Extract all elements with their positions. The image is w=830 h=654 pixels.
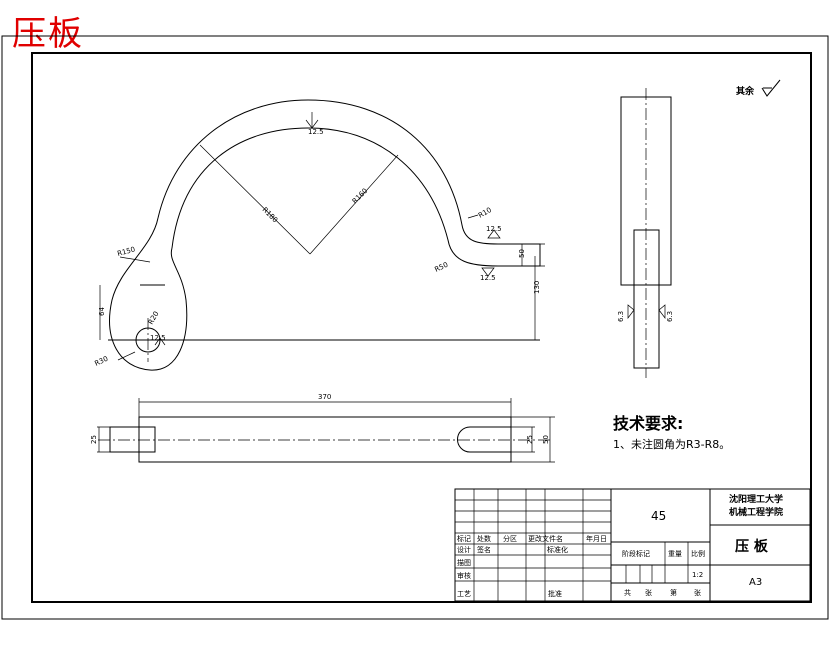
tb-material: 45	[651, 509, 666, 523]
tech-req-title: 技术要求:	[613, 414, 683, 433]
dim-h130: 130	[533, 281, 541, 294]
tb-page-sheets: 张	[694, 588, 701, 597]
surface-note-label: 其余	[736, 85, 755, 97]
tb-std: 标准化	[547, 545, 568, 554]
tb-scale: 比例	[691, 549, 705, 558]
dim-r180: R180	[261, 206, 280, 225]
tb-school-2: 机械工程学院	[729, 506, 783, 518]
tb-scale-value: 1:2	[692, 571, 703, 579]
dim-r30: R30	[93, 355, 109, 368]
tb-part-name: 压 板	[735, 538, 769, 555]
tb-mark: 标记	[457, 534, 471, 543]
tb-count: 处数	[477, 534, 491, 543]
tb-school-1: 沈阳理工大学	[729, 493, 783, 505]
tb-page: 第	[670, 588, 677, 597]
tb-zone: 分区	[503, 534, 517, 543]
dim-w25-right: 25	[526, 435, 534, 444]
dim-h64: 64	[98, 307, 106, 316]
roughness-check-icon	[761, 79, 781, 97]
dim-r160: R160	[351, 187, 370, 206]
title-block	[454, 488, 811, 602]
rough-hole: 12.5	[150, 334, 166, 342]
tb-stage-mark: 阶段标记	[622, 549, 650, 558]
rough-side-right: 6.3	[666, 311, 674, 322]
tb-sign: 签名	[477, 545, 491, 554]
rough-right-top: 12.5	[486, 225, 502, 233]
tb-design: 设计	[457, 545, 471, 554]
inner-frame	[31, 52, 812, 603]
dim-r20: R20	[147, 310, 161, 326]
top-view	[97, 398, 555, 463]
dim-w50: 50	[542, 435, 550, 444]
dim-len370: 370	[318, 393, 331, 401]
dim-r150: R150	[116, 245, 136, 257]
tb-date: 年月日	[586, 534, 607, 543]
dim-r50: R50	[433, 261, 449, 274]
rough-right-bottom: 12.5	[480, 274, 496, 282]
outer-frame	[1, 35, 829, 620]
tb-review: 审核	[457, 571, 471, 580]
tb-process: 工艺	[457, 590, 471, 598]
tb-approve: 批准	[548, 589, 562, 598]
tb-change-doc: 更改文件名	[528, 534, 563, 543]
tb-weight: 重量	[668, 550, 682, 558]
page-title: 压板	[12, 14, 84, 54]
tb-sheets: 张	[645, 588, 652, 597]
dim-h50: 50	[518, 249, 526, 258]
side-view	[620, 88, 672, 378]
rough-top: 12.5	[308, 128, 324, 136]
rough-side-left: 6.3	[617, 311, 625, 322]
dim-r10: R10	[477, 206, 493, 220]
tb-sheet-size: A3	[749, 577, 762, 588]
dim-w25-left: 25	[90, 435, 98, 444]
front-view	[99, 99, 545, 371]
tb-total: 共	[624, 588, 631, 597]
tech-req-item: 1、未注圆角为R3-R8。	[613, 437, 730, 451]
tb-drafting: 描图	[457, 558, 471, 567]
